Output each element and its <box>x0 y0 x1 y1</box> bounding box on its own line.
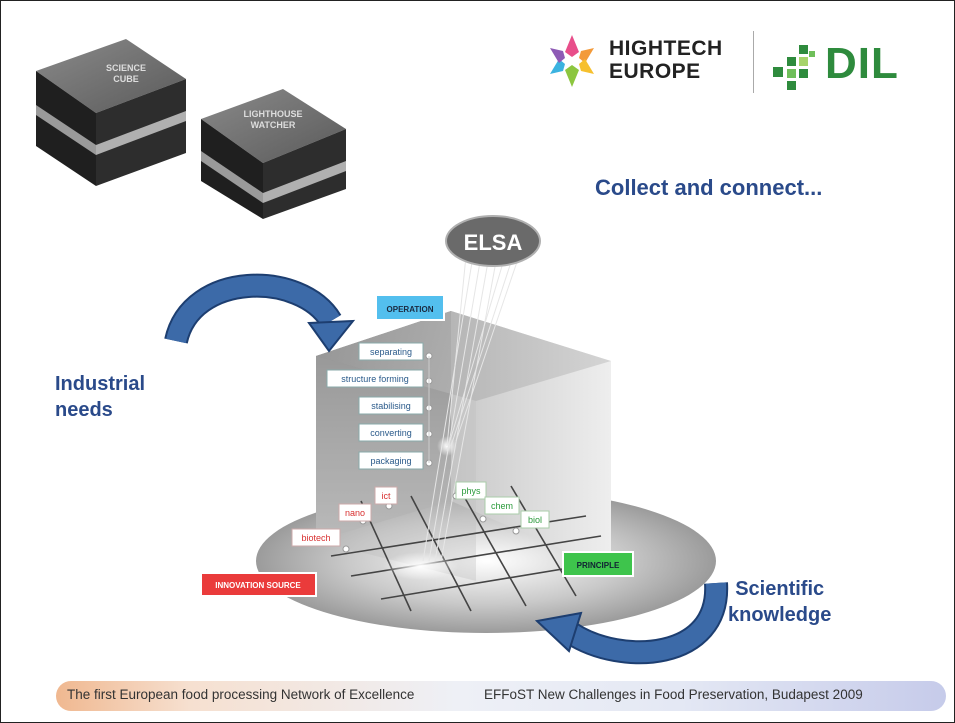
innovation-source-box <box>200 572 317 597</box>
headline: Collect and connect... <box>595 175 823 200</box>
footer-bar <box>56 681 946 711</box>
principle-item: biol <box>528 515 542 525</box>
hightech-europe-star-icon <box>550 35 594 87</box>
innovation-item: ict <box>382 491 391 501</box>
operation-item: stabilising <box>371 401 411 411</box>
operation-item: structure forming <box>341 374 409 384</box>
innovation-items: ict nano biotech <box>291 486 398 547</box>
elsa-beams <box>422 255 520 562</box>
scientific-knowledge-arrowhead <box>534 611 583 653</box>
elsa-node <box>445 215 541 267</box>
footer-right-text: EFFoST New Challenges in Food Preservati… <box>484 687 863 702</box>
principle-label: PRINCIPLE <box>577 561 620 570</box>
elsa-label: ELSA <box>464 230 523 255</box>
principle-item: phys <box>461 486 481 496</box>
dil-logo-icon <box>773 45 815 90</box>
principle-item: chem <box>491 501 513 511</box>
science-cube <box>36 39 186 186</box>
footer-left-text: The first European food processing Netwo… <box>67 687 415 702</box>
operation-item: separating <box>370 347 412 357</box>
operation-items: separating structure forming stabilising… <box>326 342 424 470</box>
innovation-item: biotech <box>301 533 330 543</box>
hightech-europe-logo-text: HIGHTECH EUROPE <box>609 37 723 83</box>
principle-items: phys chem biol <box>455 481 550 529</box>
lighthouse-watcher-cube <box>201 89 346 219</box>
innovation-source-label: INNOVATION SOURCE <box>215 581 301 590</box>
operation-item: packaging <box>370 456 411 466</box>
industrial-needs-arrowhead <box>307 319 356 353</box>
operation-item: converting <box>370 428 412 438</box>
operation-label: OPERATION <box>387 305 434 314</box>
cube-illustrations <box>36 39 346 219</box>
principle-box <box>562 551 634 577</box>
dil-logo-text: DIL <box>825 39 899 88</box>
logo-divider <box>753 31 754 93</box>
innovation-item: nano <box>345 508 365 518</box>
operation-box <box>375 294 445 321</box>
